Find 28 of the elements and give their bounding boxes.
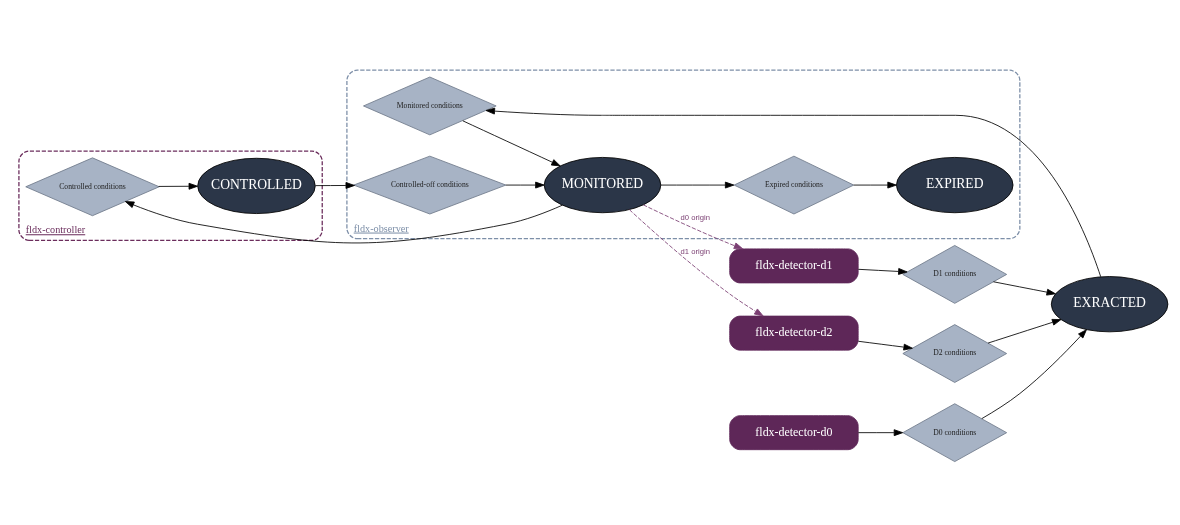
arrow [462,120,561,167]
node-box: fldx-detector-d2 [729,315,859,351]
node-diamond: Controlled-off conditions [353,155,507,215]
arrow [857,268,908,275]
node-ellipse: EXPIRED [896,157,1014,214]
arrow [993,281,1056,296]
arrow [660,181,735,189]
arrow [505,181,545,189]
arrow [981,329,1087,419]
arrow [853,181,897,189]
node-diamond: D0 conditions [902,403,1008,463]
edge-label: d0 origin [680,213,710,223]
arrow [987,318,1062,344]
node-diamond: Expired conditions [733,155,855,215]
arrow [124,201,563,244]
arrow [857,429,904,437]
node-diamond: D1 conditions [902,245,1008,304]
node-diamond: Controlled conditions [25,157,160,217]
arrow [485,107,1102,278]
node-box: fldx-detector-d1 [729,248,859,284]
arrow [315,182,355,189]
node-ellipse: CONTROLLED [197,157,316,214]
node-box: fldx-detector-d0 [729,415,859,451]
edge-label: d1 origin [680,247,710,257]
arrow [158,182,198,190]
arrow [642,204,744,250]
arrow [857,340,913,351]
arrow [629,209,764,317]
